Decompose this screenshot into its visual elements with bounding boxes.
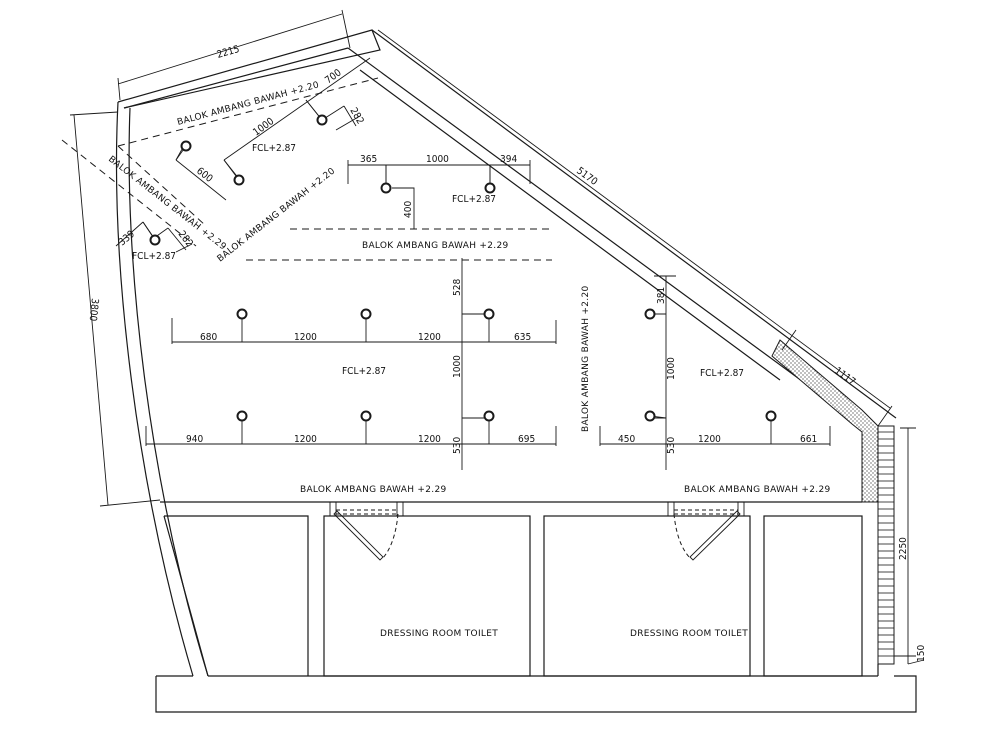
beam-label-bottom-right: BALOK AMBANG BAWAH +2.29	[684, 485, 831, 495]
ceiling-levels: FCL+2.87 FCL+2.87 FCL+2.87 FCL+2.87 FCL+…	[132, 143, 744, 379]
door-left	[329, 501, 404, 561]
dim-ls-339: 339	[117, 229, 137, 249]
downlight-icon	[360, 308, 372, 320]
downlight-icon	[483, 410, 495, 422]
dimension-lines	[69, 9, 925, 665]
door-swing-arc	[673, 513, 692, 560]
door-jamb	[737, 501, 745, 517]
right-wall-hatch	[878, 431, 894, 657]
dim-rt-530: 530	[666, 437, 677, 454]
room-corner-left	[163, 515, 309, 677]
dim-r2-940: 940	[186, 434, 203, 445]
dim-2250: 2250	[898, 537, 909, 560]
dim-v-530: 530	[452, 437, 463, 454]
beam-label-bottom-left: BALOK AMBANG BAWAH +2.29	[300, 485, 447, 495]
door-swing-arc	[381, 513, 399, 560]
door-leaf	[689, 510, 741, 561]
dim-um-394: 394	[500, 154, 517, 165]
downlight-icon	[765, 410, 777, 422]
top-wall-inner	[123, 47, 349, 109]
dim-r2-1200b: 1200	[418, 434, 441, 445]
dim-v-1000: 1000	[452, 355, 463, 378]
top-wall-outer	[117, 29, 381, 109]
right-wall	[877, 425, 895, 665]
dim-rt-1000: 1000	[666, 357, 677, 380]
downlight-icon	[316, 114, 328, 126]
door-jamb	[329, 501, 337, 517]
room-label-toilet-right: DRESSING ROOM TOILET	[630, 629, 748, 639]
beam-left-diag-a	[117, 145, 206, 226]
beam-left-diag-b	[61, 139, 197, 247]
downlight-icon	[644, 410, 656, 422]
fcl-left-small: FCL+2.87	[132, 251, 176, 262]
door-threshold	[674, 509, 738, 515]
downlight-icon	[233, 174, 245, 186]
door-jamb	[667, 501, 675, 517]
downlight-icon	[484, 182, 496, 194]
door-jamb	[396, 501, 404, 517]
room-toilet-left	[323, 515, 531, 677]
downlight-icon	[149, 234, 161, 246]
dim-td-600: 600	[194, 166, 215, 185]
downlight-icon	[236, 410, 248, 422]
room-right-small	[763, 515, 863, 677]
diag-wall-mid	[347, 47, 863, 426]
room-toilet-right	[543, 515, 751, 677]
dimension-text: 2215 3800 5170 1117 2250 150 700 1000 28…	[87, 44, 927, 662]
fcl-upper-mid: FCL+2.87	[452, 194, 496, 205]
diag-wall-outer	[371, 29, 897, 419]
dim-150: 150	[916, 645, 927, 662]
door-threshold	[336, 509, 398, 515]
dim-rt-381: 381	[656, 287, 667, 304]
dim-um-365: 365	[360, 154, 377, 165]
downlight-icon	[360, 410, 372, 422]
beam-label-top-diag: BALOK AMBANG BAWAH +2.20	[176, 80, 320, 128]
beam-label-center: BALOK AMBANG BAWAH +2.29	[362, 241, 509, 251]
door-leaf	[333, 510, 384, 561]
fcl-right: FCL+2.87	[700, 368, 744, 379]
downlight-icon	[483, 308, 495, 320]
dim-r1-1200a: 1200	[294, 332, 317, 343]
dim-2215: 2215	[216, 44, 241, 61]
dim-r2-1200a: 1200	[294, 434, 317, 445]
dim-1117: 1117	[832, 366, 857, 388]
diag-wall-inner	[359, 69, 781, 381]
door-right	[667, 501, 745, 561]
dim-r1-1200b: 1200	[418, 332, 441, 343]
dim-rt-450: 450	[618, 434, 635, 445]
downlight-icon	[236, 308, 248, 320]
fcl-top-diag: FCL+2.87	[252, 143, 296, 154]
room-label-toilet-left: DRESSING ROOM TOILET	[380, 629, 498, 639]
walls	[115, 29, 917, 713]
dim-td-700: 700	[323, 67, 344, 86]
ceiling-lamps	[142, 99, 777, 444]
left-wall-inner	[128, 107, 209, 677]
dim-r1-635: 635	[514, 332, 531, 343]
dim-r1-680: 680	[200, 332, 217, 343]
fcl-main: FCL+2.87	[342, 366, 386, 377]
dim-r2-695: 695	[518, 434, 535, 445]
downlight-icon	[644, 308, 656, 320]
dim-rt-661: 661	[800, 434, 817, 445]
bottom-slab	[155, 675, 917, 713]
beams	[61, 77, 552, 261]
dim-rt-1200: 1200	[698, 434, 721, 445]
downlight-icon	[380, 182, 392, 194]
beam-labels: BALOK AMBANG BAWAH +2.20 BALOK AMBANG BA…	[106, 80, 830, 495]
dim-v-528: 528	[452, 279, 463, 296]
downlight-icon	[180, 140, 192, 152]
dim-um-1000: 1000	[426, 154, 449, 165]
dim-td-282: 282	[347, 106, 365, 126]
dim-td-1000: 1000	[251, 116, 276, 139]
dim-3800: 3800	[87, 298, 100, 322]
dim-um-400: 400	[403, 201, 414, 218]
rooms: DRESSING ROOM TOILET DRESSING ROOM TOILE…	[163, 515, 863, 677]
left-wall-outer	[115, 101, 194, 677]
diag-wall-hatch	[771, 339, 879, 503]
beam-label-vertical: BALOK AMBANG BAWAH +2.20	[581, 285, 591, 432]
beam-top-diag	[117, 77, 379, 147]
